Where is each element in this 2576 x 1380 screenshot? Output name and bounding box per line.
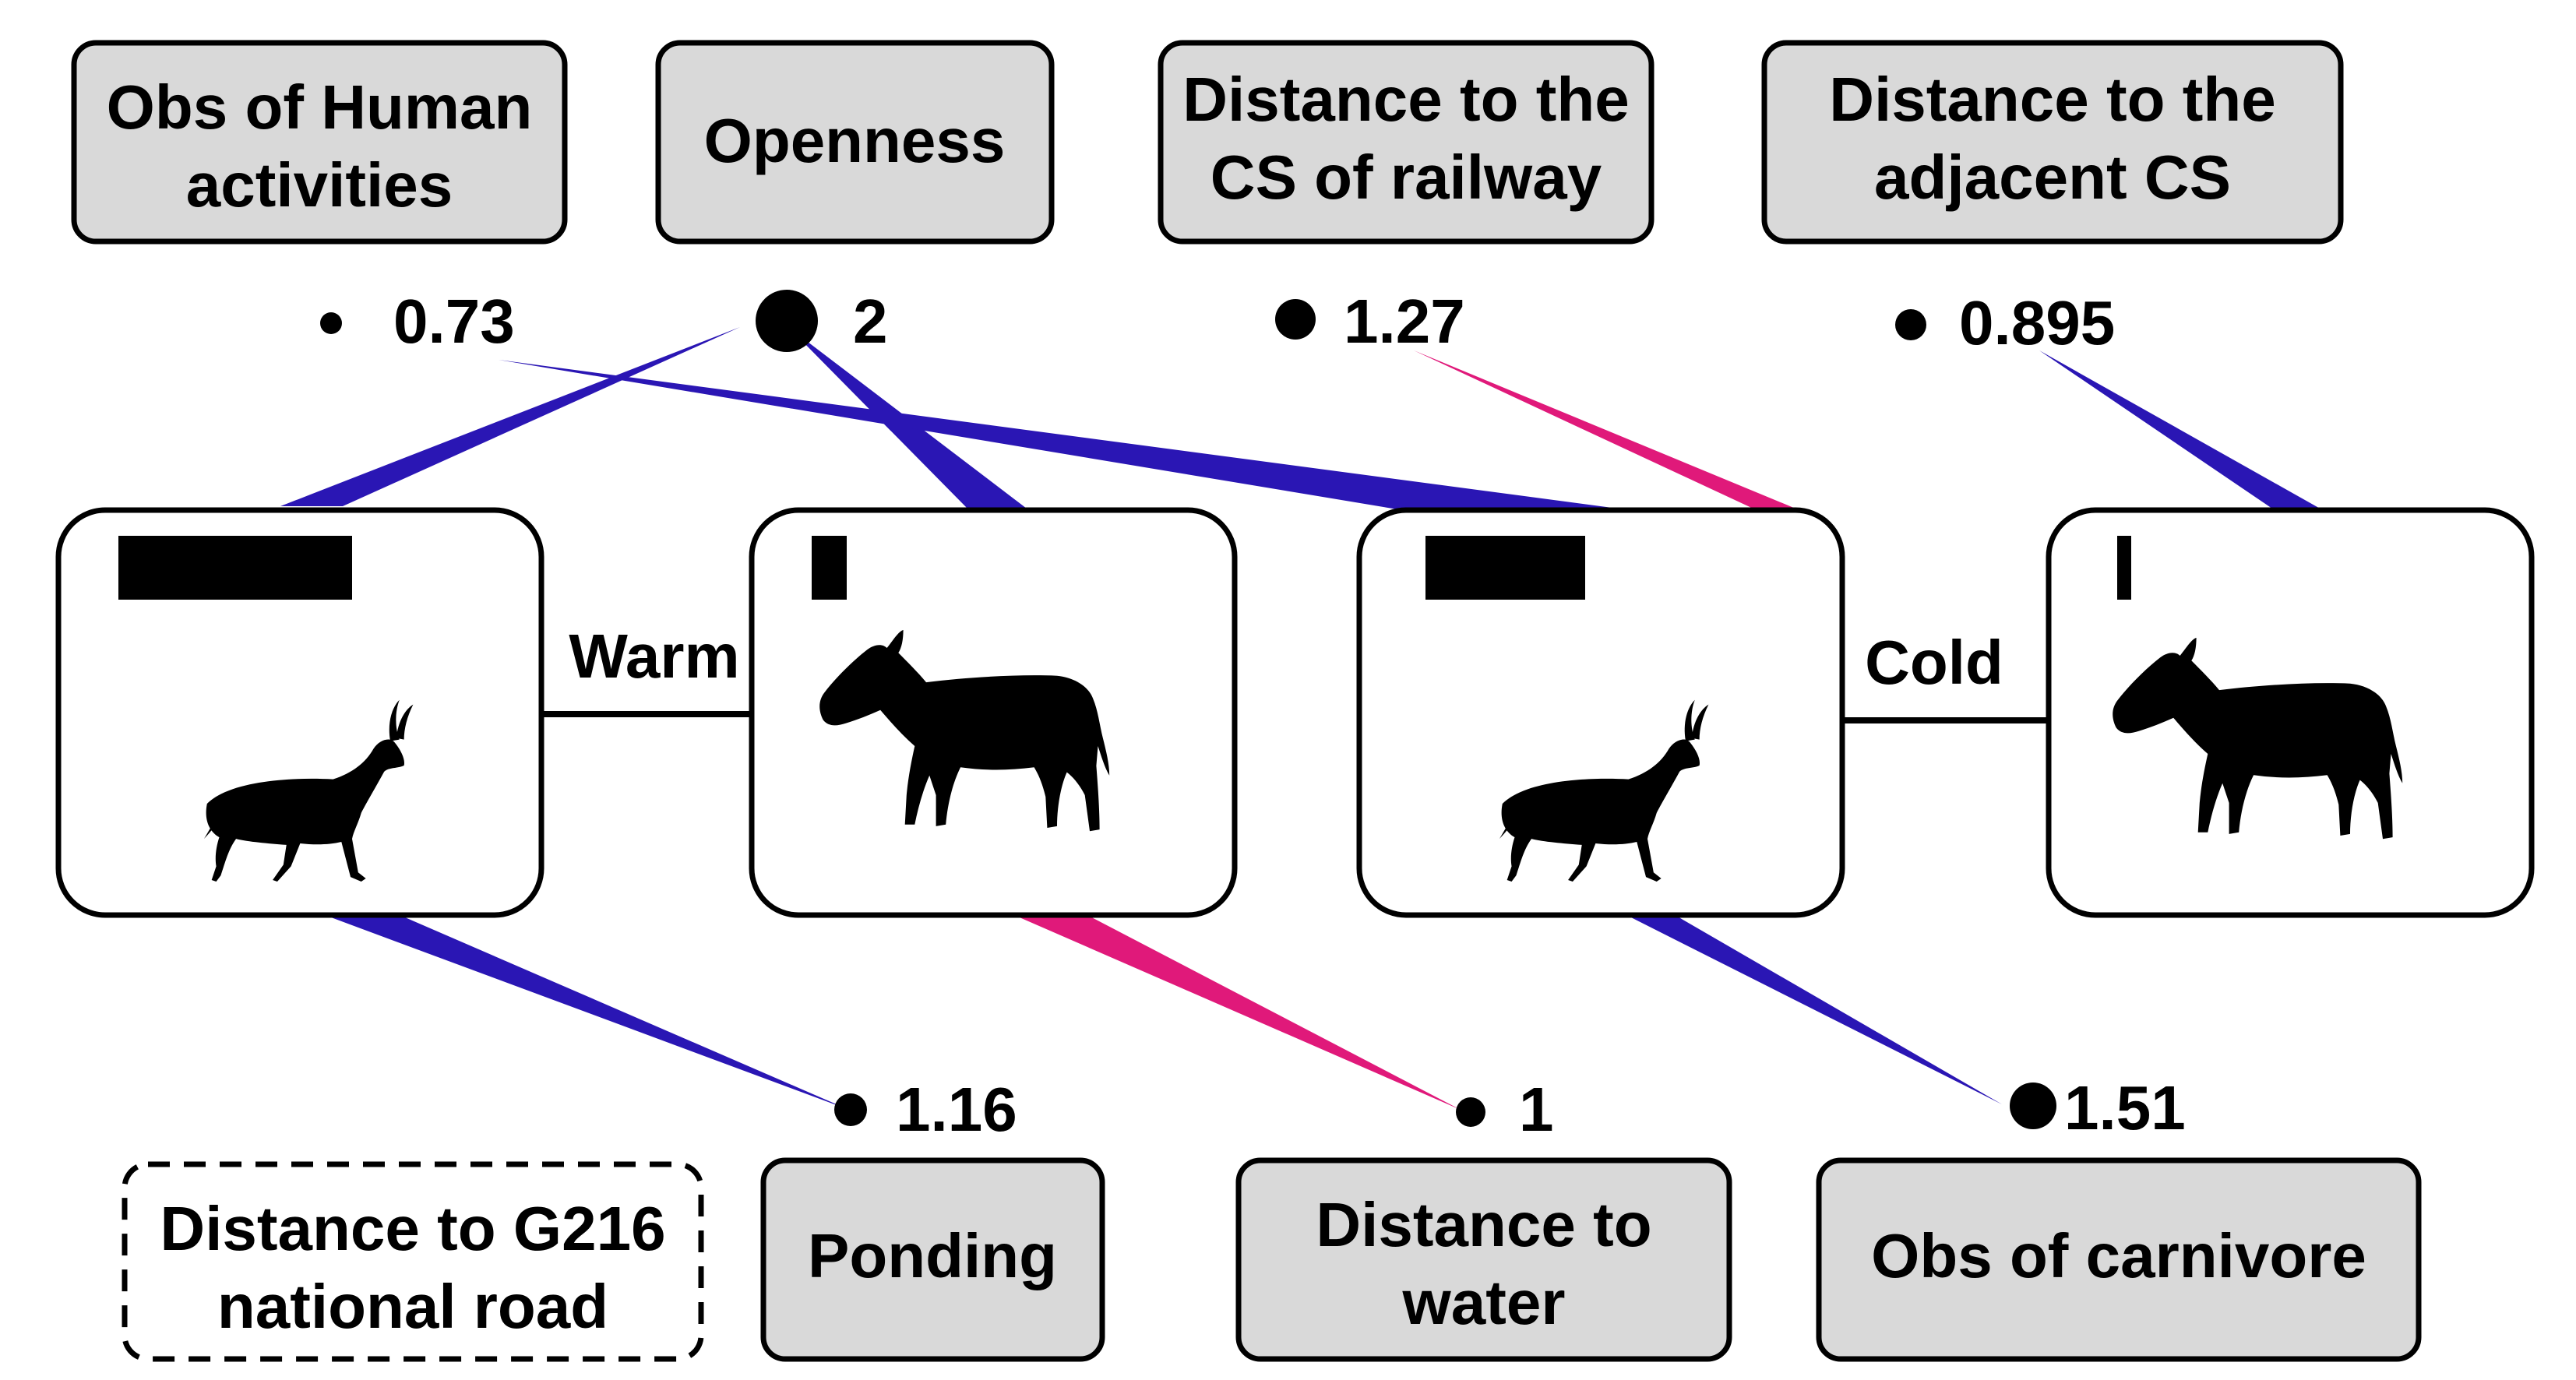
wedge-cold-left-to-carnivore bbox=[1622, 913, 2002, 1104]
variable-box-railway: Distance to the CS of railway bbox=[1158, 40, 1654, 245]
importance-marker-human: 0.73 bbox=[320, 287, 515, 356]
wedge-railway-to-cold-left bbox=[1414, 350, 1799, 510]
wedge-human-to-cold-left bbox=[499, 360, 1647, 512]
svg-text:1: 1 bbox=[1519, 1075, 1554, 1144]
variable-box-openness: Openness bbox=[655, 40, 1055, 245]
svg-text:Openness: Openness bbox=[704, 106, 1006, 175]
svg-text:Obs of carnivore: Obs of carnivore bbox=[1871, 1221, 2366, 1290]
importance-marker-water: 1 bbox=[1456, 1075, 1554, 1144]
svg-text:0.895: 0.895 bbox=[1959, 288, 2115, 357]
svg-text:1.16: 1.16 bbox=[896, 1075, 1017, 1144]
species-box-cold-left bbox=[1356, 507, 1845, 918]
importance-marker-adjacent: 0.895 bbox=[1895, 288, 2115, 357]
wedge-warm-left-to-ponding bbox=[331, 917, 849, 1110]
species-box-warm-left bbox=[55, 507, 544, 918]
importance-marker-ponding: 1.16 bbox=[834, 1075, 1017, 1144]
svg-text:water: water bbox=[1402, 1268, 1566, 1337]
svg-text:Ponding: Ponding bbox=[808, 1221, 1057, 1290]
svg-text:activities: activities bbox=[186, 150, 453, 220]
svg-text:CS of railway: CS of railway bbox=[1210, 143, 1602, 212]
warm-label: Warm bbox=[569, 621, 739, 691]
variable-box-adjacent-cs: Distance to the adjacent CS bbox=[1761, 40, 2344, 245]
svg-text:adjacent CS: adjacent CS bbox=[1874, 143, 2231, 212]
svg-text:0.73: 0.73 bbox=[393, 287, 515, 356]
variable-box-g216-road: Distance to G216 national road bbox=[122, 1161, 704, 1362]
svg-text:Obs of Human: Obs of Human bbox=[107, 72, 533, 142]
wedge-connectors bbox=[280, 327, 2323, 1110]
redaction-bar bbox=[812, 536, 847, 600]
wedge-openness-to-warm-left bbox=[280, 327, 740, 506]
variable-box-human-activities: Obs of Human activities bbox=[71, 40, 568, 245]
wedge-adjacent-to-cold-right bbox=[2039, 350, 2323, 510]
svg-text:Distance to the: Distance to the bbox=[1182, 65, 1629, 134]
wedge-warm-right-to-water bbox=[1009, 913, 1461, 1110]
svg-text:national road: national road bbox=[217, 1272, 608, 1341]
redaction-bar bbox=[1425, 536, 1585, 600]
importance-marker-carnivore: 1.51 bbox=[2010, 1073, 2186, 1142]
species-box-cold-right bbox=[2046, 507, 2535, 918]
variable-box-ponding: Ponding bbox=[760, 1157, 1105, 1362]
redaction-bar bbox=[2117, 536, 2131, 600]
importance-marker-railway: 1.27 bbox=[1275, 287, 1465, 356]
svg-text:Distance to the: Distance to the bbox=[1829, 65, 2275, 134]
species-box-warm-right bbox=[749, 507, 1238, 918]
importance-marker-openness: 2 bbox=[756, 287, 888, 356]
svg-text:1.51: 1.51 bbox=[2064, 1073, 2186, 1142]
variable-box-carnivore: Obs of carnivore bbox=[1816, 1157, 2422, 1362]
svg-text:Distance to G216: Distance to G216 bbox=[160, 1194, 665, 1263]
svg-text:2: 2 bbox=[853, 287, 888, 356]
cold-label: Cold bbox=[1865, 628, 2003, 697]
svg-text:Distance to: Distance to bbox=[1316, 1190, 1651, 1259]
svg-text:1.27: 1.27 bbox=[1344, 287, 1465, 356]
variable-box-water: Distance to water bbox=[1235, 1157, 1732, 1362]
redaction-bar bbox=[118, 536, 352, 600]
